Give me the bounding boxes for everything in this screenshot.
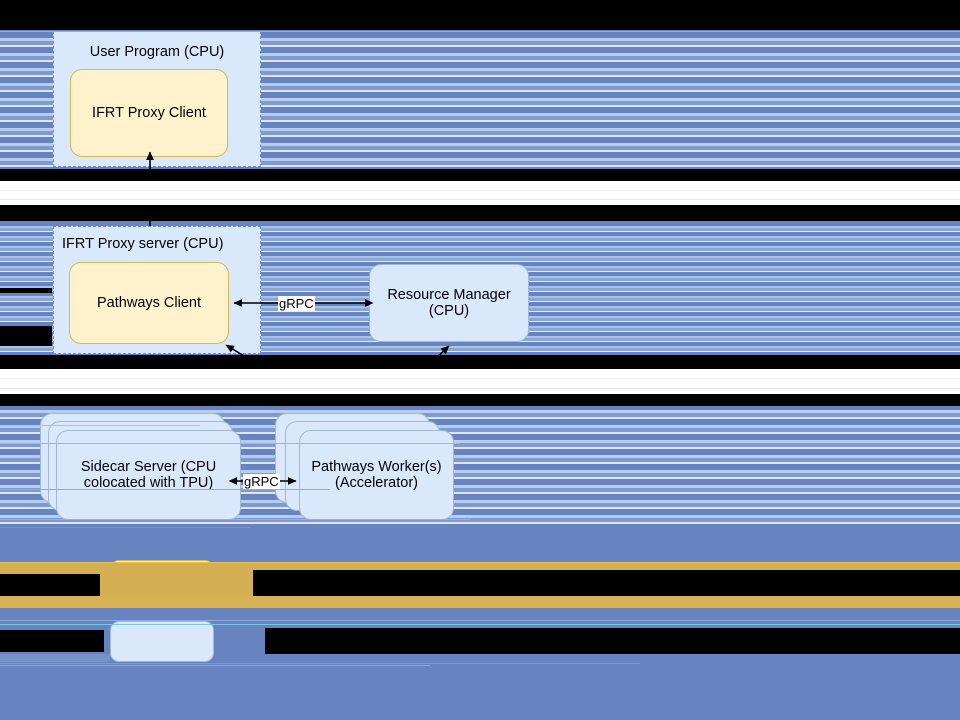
edge-label-grpc-2: gRPC	[278, 296, 315, 311]
pathways-workers-label-line1: Pathways Worker(s)	[311, 459, 442, 475]
resource-manager-label-line2: (CPU)	[428, 303, 470, 319]
corruption-band-1	[0, 169, 960, 181]
corruption-band-10	[265, 628, 960, 654]
corruption-hairline-i	[0, 665, 430, 666]
ifrt-proxy-server-title: IFRT Proxy server (CPU)	[62, 236, 224, 252]
edge-label-grpc-1: gRPC	[128, 182, 165, 197]
node-ifrt-proxy-client: IFRT Proxy Client	[70, 69, 228, 157]
node-pathways-client: Pathways Client	[69, 262, 229, 344]
edge-label-grpc-3: gRPC	[249, 369, 286, 384]
corruption-band-11	[0, 654, 110, 662]
pathways-workers-label-line2: (Accelerator)	[335, 475, 418, 491]
corruption-band-2	[0, 205, 960, 221]
legend-swatch-yellow	[110, 560, 214, 601]
corruption-hairline-h	[0, 663, 640, 664]
user-program-title: User Program (CPU)	[89, 44, 225, 60]
ifrt-proxy-client-label: IFRT Proxy Client	[92, 105, 206, 121]
legend-swatch-blue	[110, 621, 214, 662]
resource-manager-label-line1: Resource Manager	[387, 287, 511, 303]
node-sidecar-server: Sidecar Server (CPU colocated with TPU)	[56, 430, 241, 520]
corruption-hairline-d	[0, 378, 960, 379]
sidecar-server-label-line2: colocated with TPU)	[83, 475, 214, 491]
edge-label-grpc-4: gRPC	[375, 374, 412, 389]
node-pathways-workers: Pathways Worker(s) (Accelerator)	[299, 430, 454, 520]
pathways-client-label: Pathways Client	[97, 295, 201, 311]
corruption-band-white-2	[0, 369, 960, 395]
corruption-hairline-cyan-5	[0, 527, 250, 528]
corruption-band-5	[0, 355, 960, 369]
node-resource-manager: Resource Manager (CPU)	[369, 264, 529, 342]
corruption-band-4	[0, 326, 52, 346]
corruption-band-3	[0, 288, 52, 293]
corruption-band-top	[0, 0, 960, 30]
corruption-band-7	[0, 574, 100, 596]
corruption-band-9	[0, 630, 104, 652]
corruption-band-8	[253, 570, 960, 596]
corruption-band-6	[0, 394, 960, 406]
sidecar-server-label-line1: Sidecar Server (CPU	[80, 459, 217, 475]
edge-label-grpc-5: gRPC	[243, 474, 280, 489]
corruption-hairline-c	[0, 199, 960, 200]
corruption-hairline-e	[0, 388, 960, 389]
